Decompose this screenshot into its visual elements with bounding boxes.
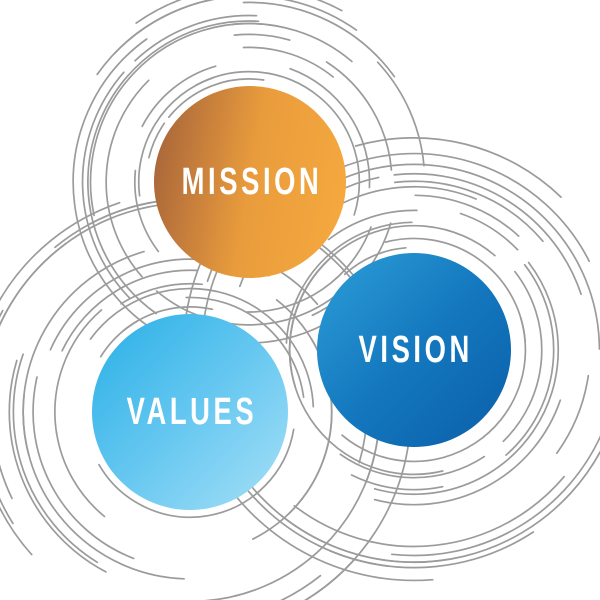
mission-circle: MISSION — [154, 86, 346, 278]
vision-label: VISION — [358, 328, 473, 371]
mission-label: MISSION — [181, 160, 323, 203]
vision-circle: VISION — [317, 253, 511, 447]
values-label: VALUES — [126, 390, 258, 433]
values-circle: VALUES — [92, 314, 288, 510]
